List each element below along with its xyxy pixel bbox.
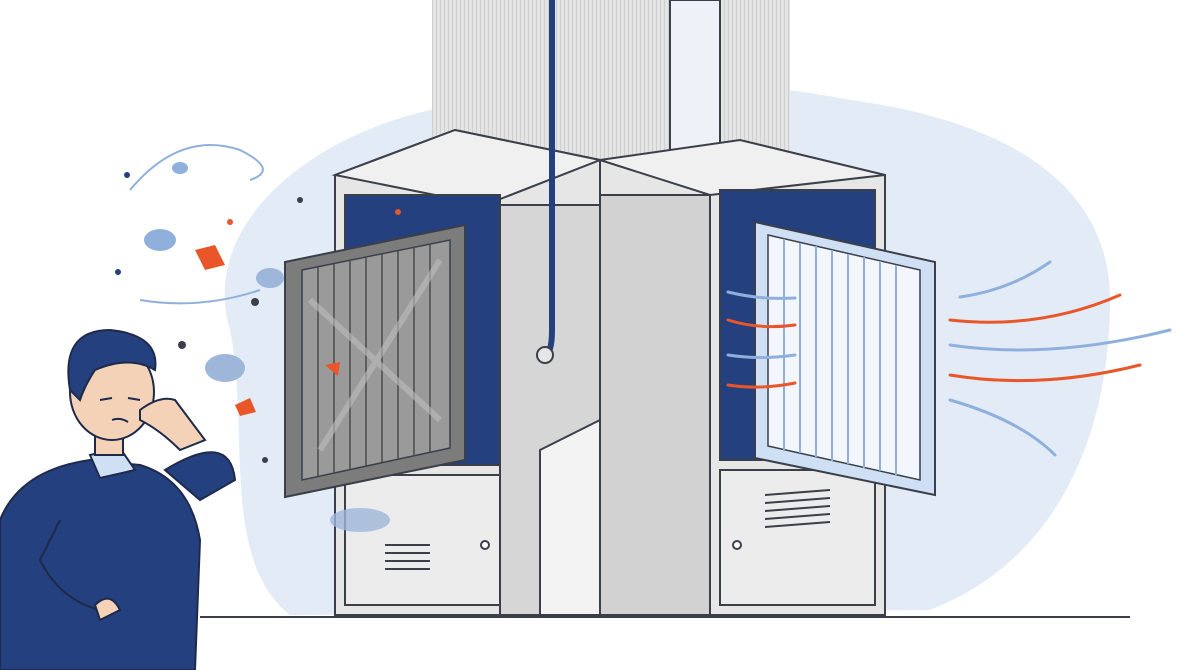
dust-particles: [115, 144, 401, 532]
flue-pipe: [669, 0, 721, 161]
chimney-column: [432, 0, 790, 160]
person-smelling: [0, 328, 237, 670]
clean-airflow-lines: [726, 260, 1172, 457]
pipe-fitting: [536, 346, 554, 364]
clean-filter: [754, 220, 936, 497]
dirty-filter: [284, 223, 466, 499]
